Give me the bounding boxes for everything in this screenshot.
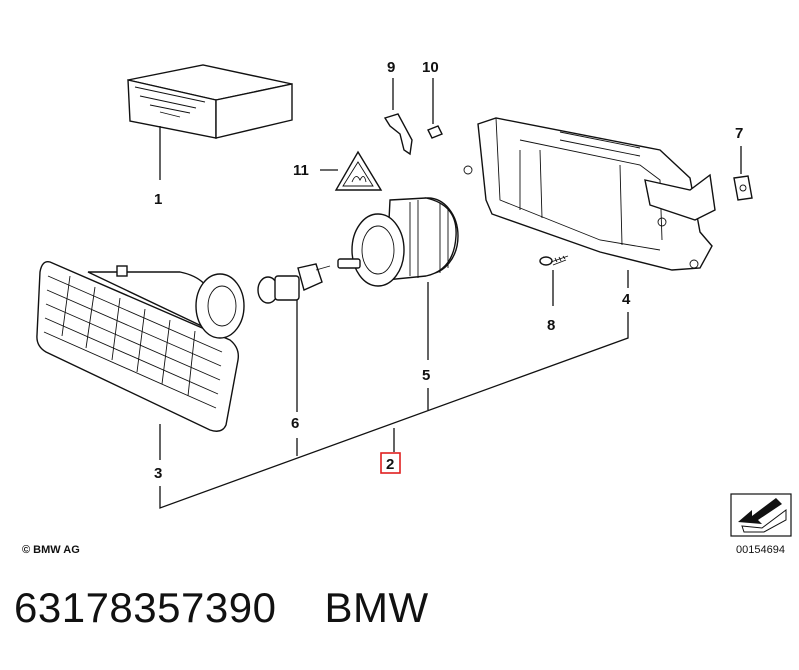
- direction-arrow-icon: [730, 493, 792, 537]
- nut-icon: [427, 125, 443, 139]
- copyright-text: © BMW AG: [22, 544, 80, 556]
- callout-5: 5: [422, 367, 430, 384]
- nut-plate-icon: [733, 175, 753, 201]
- diagram-id: 00154694: [736, 544, 785, 556]
- caption: 63178357390 BMW: [14, 584, 429, 632]
- callout-9: 9: [387, 59, 395, 76]
- warning-triangle-icon: [334, 150, 383, 191]
- screw-icon: [539, 255, 569, 266]
- bulb-icon: [257, 263, 331, 304]
- box-icon: [127, 64, 293, 139]
- callout-10: 10: [422, 59, 439, 76]
- callout-8: 8: [547, 317, 555, 334]
- housing-icon: [463, 117, 716, 271]
- callout-2: 2: [386, 456, 394, 473]
- highlight-box: [380, 452, 401, 474]
- clip-icon: [383, 113, 413, 156]
- callout-11: 11: [293, 162, 309, 179]
- callout-7: 7: [735, 125, 743, 142]
- callout-4: 4: [622, 291, 631, 308]
- callout-1: 1: [154, 191, 162, 208]
- fog-lamp-lens-icon: [36, 261, 245, 432]
- callout-6: 6: [291, 415, 299, 432]
- callout-3: 3: [154, 465, 162, 482]
- part-number: 63178357390: [14, 584, 277, 631]
- brand-name: BMW: [324, 584, 429, 631]
- socket-icon: [337, 197, 459, 287]
